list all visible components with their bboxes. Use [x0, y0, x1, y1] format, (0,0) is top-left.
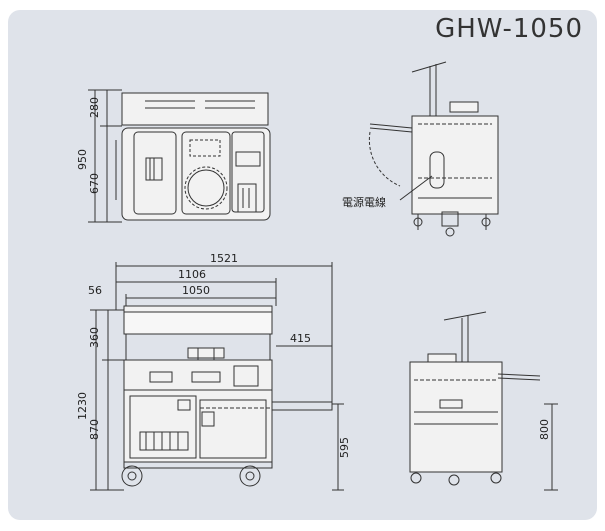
- front-view: [121, 305, 333, 487]
- dim-360: 360: [88, 327, 101, 348]
- dim-415: 415: [290, 332, 311, 345]
- dim-950: 950: [76, 149, 89, 170]
- top-view: [115, 92, 271, 221]
- dim-670: 670: [88, 173, 101, 194]
- dim-1106: 1106: [178, 268, 206, 281]
- dim-870: 870: [88, 419, 101, 440]
- side-view-lower: [409, 311, 541, 486]
- dim-1050: 1050: [182, 284, 210, 297]
- dim-800: 800: [538, 419, 551, 440]
- dimension-labels: 280 950 670 1521 1106 56 1050 415 360 12…: [76, 97, 551, 458]
- dim-595: 595: [338, 437, 351, 458]
- side-view-upper: [368, 61, 499, 237]
- dim-1230: 1230: [76, 392, 89, 420]
- top-view-body: [121, 127, 271, 221]
- dim-56: 56: [88, 284, 102, 297]
- dim-1521: 1521: [210, 252, 238, 265]
- top-view-hood: [121, 92, 269, 126]
- model-title: GHW-1050: [435, 14, 583, 44]
- dim-280: 280: [88, 97, 101, 118]
- power-cord-label: 電源電線: [342, 195, 386, 209]
